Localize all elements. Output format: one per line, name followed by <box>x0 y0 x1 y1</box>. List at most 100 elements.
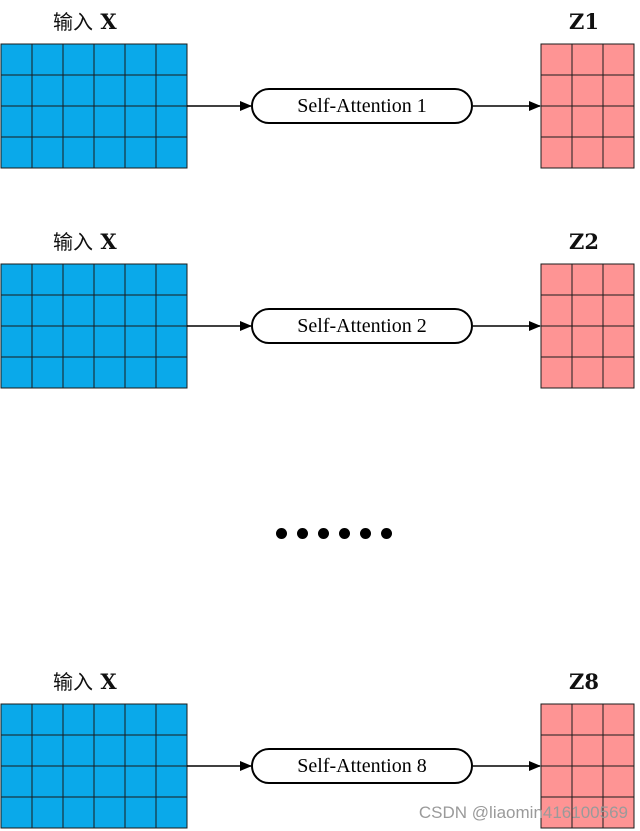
output-cell <box>571 74 604 107</box>
input-cell <box>93 325 126 358</box>
output-cell <box>540 263 573 296</box>
output-cell <box>602 703 635 736</box>
input-cell <box>155 105 188 138</box>
input-cell <box>93 136 126 169</box>
input-cell <box>124 105 157 138</box>
input-cell <box>0 74 33 107</box>
self-attention-head-1: Self-Attention 1 <box>251 88 473 124</box>
input-cell <box>155 136 188 169</box>
output-cell <box>540 136 573 169</box>
input-cell <box>0 105 33 138</box>
output-cell <box>540 703 573 736</box>
input-cell <box>93 263 126 296</box>
input-cell <box>124 43 157 76</box>
input-cell <box>0 765 33 798</box>
input-cell <box>124 294 157 327</box>
input-cell <box>93 703 126 736</box>
input-cell <box>62 325 95 358</box>
output-matrix-2 <box>540 263 635 389</box>
output-cell <box>540 105 573 138</box>
input-cell <box>0 703 33 736</box>
input-cell <box>93 294 126 327</box>
input-cell <box>62 105 95 138</box>
output-cell <box>540 734 573 767</box>
input-cell <box>93 765 126 798</box>
output-cell <box>540 765 573 798</box>
input-label-1: 输入 X <box>53 9 117 34</box>
output-matrix-3 <box>540 703 635 829</box>
input-cell <box>62 734 95 767</box>
input-cell <box>31 263 64 296</box>
input-cell <box>155 325 188 358</box>
input-cell <box>155 356 188 389</box>
ellipsis-dot <box>318 527 329 539</box>
input-cell <box>155 74 188 107</box>
output-cell <box>602 356 635 389</box>
input-cell <box>155 294 188 327</box>
input-cell <box>93 43 126 76</box>
input-matrix-1 <box>0 43 188 169</box>
input-cell <box>124 734 157 767</box>
input-cell <box>0 263 33 296</box>
input-cell <box>62 294 95 327</box>
output-cell <box>540 294 573 327</box>
input-cell <box>0 294 33 327</box>
output-cell <box>602 263 635 296</box>
input-cell <box>31 325 64 358</box>
input-cell <box>0 136 33 169</box>
input-cell <box>62 74 95 107</box>
input-cell <box>155 703 188 736</box>
input-cell <box>62 356 95 389</box>
input-cell <box>31 765 64 798</box>
ellipsis-dot <box>381 527 392 539</box>
output-cell <box>571 703 604 736</box>
input-cell <box>93 105 126 138</box>
input-cell <box>93 796 126 829</box>
output-cell <box>602 294 635 327</box>
input-cell <box>62 136 95 169</box>
output-cell <box>540 356 573 389</box>
input-cell <box>93 74 126 107</box>
input-cell <box>155 796 188 829</box>
input-cell <box>31 136 64 169</box>
input-cell <box>124 74 157 107</box>
output-label-z2: Z2 <box>569 229 599 254</box>
output-cell <box>602 765 635 798</box>
input-cell <box>62 796 95 829</box>
input-cell <box>0 43 33 76</box>
input-cell <box>31 294 64 327</box>
input-cell <box>155 263 188 296</box>
output-cell <box>571 765 604 798</box>
output-cell <box>602 325 635 358</box>
output-cell <box>571 43 604 76</box>
input-cell <box>31 356 64 389</box>
output-cell <box>602 43 635 76</box>
output-cell <box>571 136 604 169</box>
input-cell <box>0 734 33 767</box>
input-cell <box>155 734 188 767</box>
output-cell <box>540 796 573 829</box>
output-cell <box>571 325 604 358</box>
input-cell <box>62 263 95 296</box>
input-cell <box>31 734 64 767</box>
input-cell <box>124 263 157 296</box>
ellipsis-dot <box>339 527 350 539</box>
input-cell <box>93 356 126 389</box>
output-cell <box>602 105 635 138</box>
input-cell <box>31 105 64 138</box>
input-matrix-2 <box>0 263 188 389</box>
input-cell <box>62 43 95 76</box>
input-cell <box>124 765 157 798</box>
output-cell <box>571 356 604 389</box>
ellipsis-dots <box>276 522 392 544</box>
output-cell <box>540 325 573 358</box>
output-cell <box>571 294 604 327</box>
input-cell <box>31 796 64 829</box>
self-attention-head-8: Self-Attention 8 <box>251 748 473 784</box>
input-cell <box>124 136 157 169</box>
input-cell <box>124 796 157 829</box>
output-cell <box>602 734 635 767</box>
output-label-z1: Z1 <box>569 9 599 34</box>
output-cell <box>571 734 604 767</box>
input-cell <box>124 325 157 358</box>
